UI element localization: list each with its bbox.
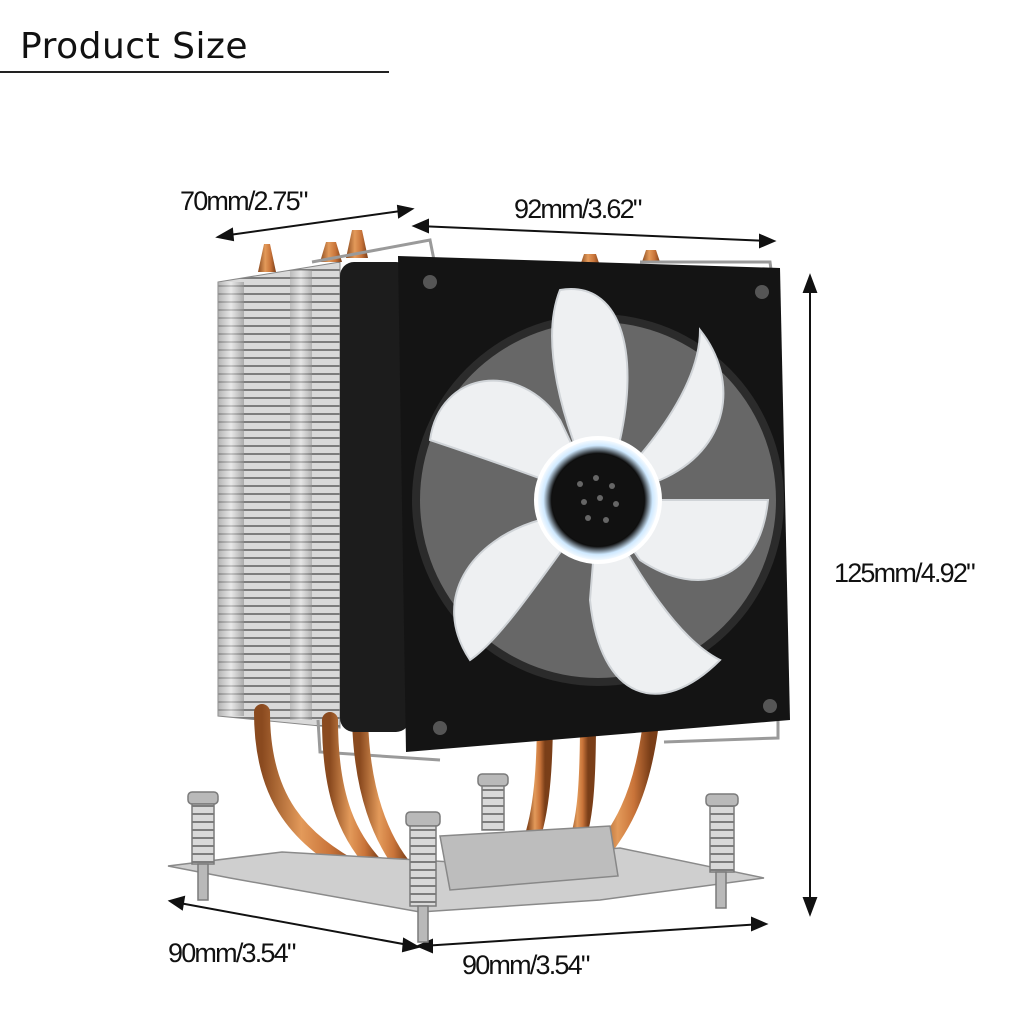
spring-screw [187, 791, 219, 901]
spring-screw [405, 811, 441, 943]
fan-screw-hole [423, 275, 437, 289]
width-dimension-line [417, 225, 771, 242]
mounting-base [167, 825, 765, 913]
arrow-head [751, 916, 769, 932]
spring-screws [187, 773, 739, 943]
arrow-head [415, 938, 433, 954]
fan [340, 256, 790, 752]
fan-screw-hole [433, 721, 447, 735]
arrow-head [401, 937, 421, 953]
fan-frame-side [340, 262, 410, 732]
spring-screw [705, 793, 739, 909]
spring-screw [477, 773, 509, 831]
depth-dimension-line [221, 209, 409, 237]
title-underline [0, 71, 389, 73]
fan-screw-hole [755, 285, 769, 299]
height-dimension-label: 125mm/4.92" [834, 558, 976, 588]
dimension-lines [167, 204, 818, 954]
arrow-head [396, 204, 415, 219]
page-title: Product Size [20, 26, 249, 67]
base-right-dimension-label: 90mm/3.54" [462, 950, 590, 980]
base-right-dimension-line [421, 923, 763, 947]
depth-dimension-label: 70mm/2.75" [180, 186, 308, 216]
width-dimension-label: 92mm/3.62" [514, 194, 642, 224]
cpu-contact-block [439, 825, 619, 891]
arrow-head [411, 218, 429, 234]
arrow-head [215, 227, 235, 242]
base-left-dimension-line [173, 901, 415, 947]
fan-screw-hole [763, 699, 777, 713]
arrow-head [802, 897, 818, 917]
arrow-head [167, 895, 186, 911]
base-left-dimension-label: 90mm/3.54" [168, 938, 296, 968]
arrow-head [802, 273, 818, 293]
arrow-head [759, 233, 777, 249]
